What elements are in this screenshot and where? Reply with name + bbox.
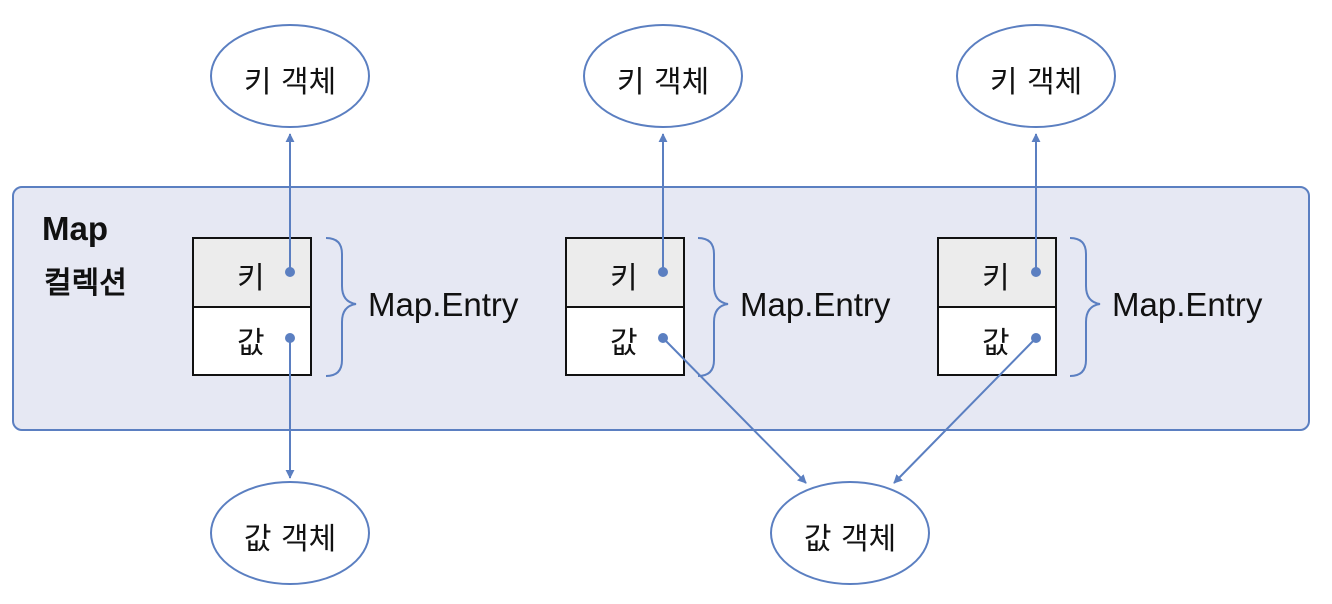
key-object-ellipse-3 bbox=[956, 24, 1116, 128]
value-reference-dot-1 bbox=[285, 333, 295, 343]
entry-key-label: 키 bbox=[610, 261, 638, 296]
value-reference-arrow-3 bbox=[893, 337, 1037, 484]
value-object-label-2: 값 객체 bbox=[803, 522, 897, 557]
key-reference-dot-2 bbox=[658, 267, 668, 277]
entry-value-label: 값 bbox=[237, 326, 265, 361]
key-object-ellipse-2 bbox=[583, 24, 743, 128]
entry-brace-2 bbox=[697, 237, 729, 377]
key-reference-dot-3 bbox=[1031, 267, 1041, 277]
entry-value-label: 값 bbox=[610, 326, 638, 361]
value-reference-arrow-2 bbox=[662, 337, 807, 484]
key-object-ellipse-1 bbox=[210, 24, 370, 128]
entry-brace-3 bbox=[1069, 237, 1101, 377]
map-entry-label-3: Map.Entry bbox=[1112, 286, 1263, 323]
key-object-label-3: 키 객체 bbox=[989, 65, 1083, 100]
key-reference-dot-1 bbox=[285, 267, 295, 277]
map-title: Map bbox=[42, 210, 108, 247]
entry-brace-1 bbox=[325, 237, 357, 377]
key-object-label-2: 키 객체 bbox=[616, 65, 710, 100]
entry-key-label: 키 bbox=[237, 261, 265, 296]
map-entry-1: 키 값 bbox=[192, 237, 312, 376]
value-object-ellipse-1 bbox=[210, 481, 370, 585]
map-entry-label-1: Map.Entry bbox=[368, 286, 519, 323]
entry-key-label: 키 bbox=[982, 261, 1010, 296]
entry-value-label: 값 bbox=[982, 326, 1010, 361]
value-reference-dot-3 bbox=[1031, 333, 1041, 343]
map-subtitle: 컬렉션 bbox=[44, 266, 127, 301]
value-reference-dot-2 bbox=[658, 333, 668, 343]
key-object-label-1: 키 객체 bbox=[243, 65, 337, 100]
map-entry-label-2: Map.Entry bbox=[740, 286, 891, 323]
value-object-ellipse-2 bbox=[770, 481, 930, 585]
value-object-label-1: 값 객체 bbox=[243, 522, 337, 557]
